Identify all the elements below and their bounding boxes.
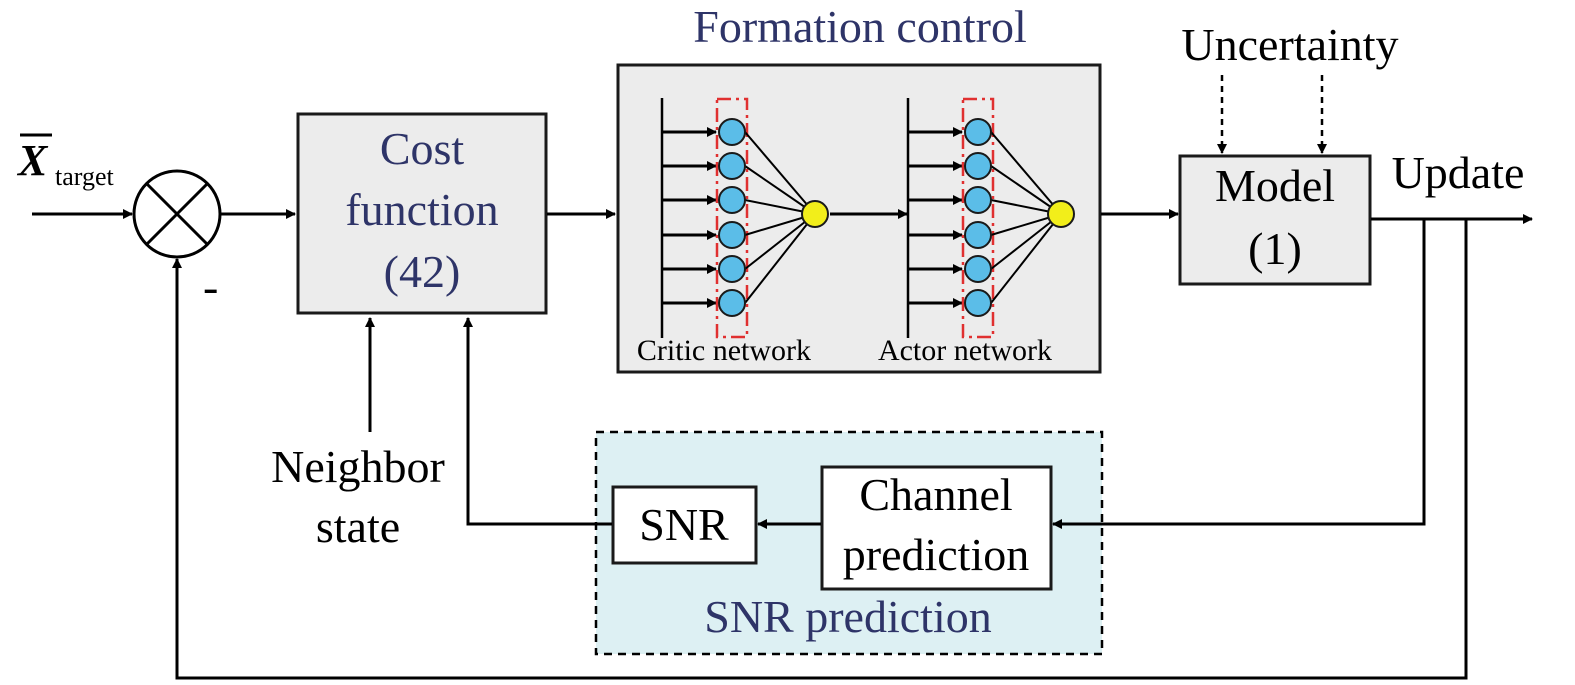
- actor-neuron: [964, 289, 992, 317]
- critic-neuron: [718, 152, 746, 180]
- channel-line2: prediction: [843, 529, 1030, 580]
- input-subscript: target: [55, 162, 114, 191]
- critic-neuron: [718, 221, 746, 249]
- model-line2: (1): [1248, 223, 1302, 274]
- critic-hidden-layer-outline: [715, 97, 749, 339]
- actor-neuron: [964, 221, 992, 249]
- critic-neuron: [718, 255, 746, 283]
- actor-neuron: [964, 186, 992, 214]
- actor-network: [906, 97, 1075, 339]
- critic-network-label: Critic network: [637, 334, 811, 367]
- minus-sign: -: [203, 261, 218, 312]
- channel-line1: Channel: [859, 469, 1012, 520]
- model-line1: Model: [1215, 160, 1335, 211]
- critic-network: [660, 97, 829, 339]
- channel-prediction-block: [820, 465, 1053, 591]
- critic-neuron: [718, 186, 746, 214]
- snr-block: [611, 485, 758, 565]
- actor-network-label: Actor network: [878, 334, 1052, 367]
- actor-neuron: [964, 152, 992, 180]
- feedback-to-channel: [1052, 219, 1426, 529]
- formation-title: Formation control: [693, 1, 1026, 52]
- uncertainty-label: Uncertainty: [1181, 19, 1398, 70]
- model-block: [1178, 154, 1372, 286]
- actor-neuron: [964, 255, 992, 283]
- cost-function-line2: function: [345, 184, 498, 235]
- update-label: Update: [1392, 147, 1525, 198]
- formation-control-block: [616, 63, 1102, 374]
- actor-output-neuron: [1047, 200, 1075, 228]
- snr-label: SNR: [639, 499, 729, 550]
- cost-function-block: [296, 112, 548, 315]
- cost-function-line3: (42): [384, 246, 461, 297]
- critic-neuron: [718, 118, 746, 146]
- arrow-snr-to-cost: [463, 317, 612, 526]
- neighbor-line2: state: [316, 501, 400, 552]
- actor-neuron: [964, 118, 992, 146]
- actor-hidden-layer-outline: [961, 97, 995, 339]
- main-feedback-loop: [172, 219, 1468, 680]
- cost-function-line1: Cost: [380, 123, 465, 174]
- critic-output-neuron: [801, 200, 829, 228]
- neighbor-line1: Neighbor: [271, 441, 445, 492]
- input-symbol: X: [16, 136, 49, 185]
- snr-prediction-title: SNR prediction: [704, 591, 991, 642]
- critic-neuron: [718, 289, 746, 317]
- summing-junction: [132, 169, 222, 259]
